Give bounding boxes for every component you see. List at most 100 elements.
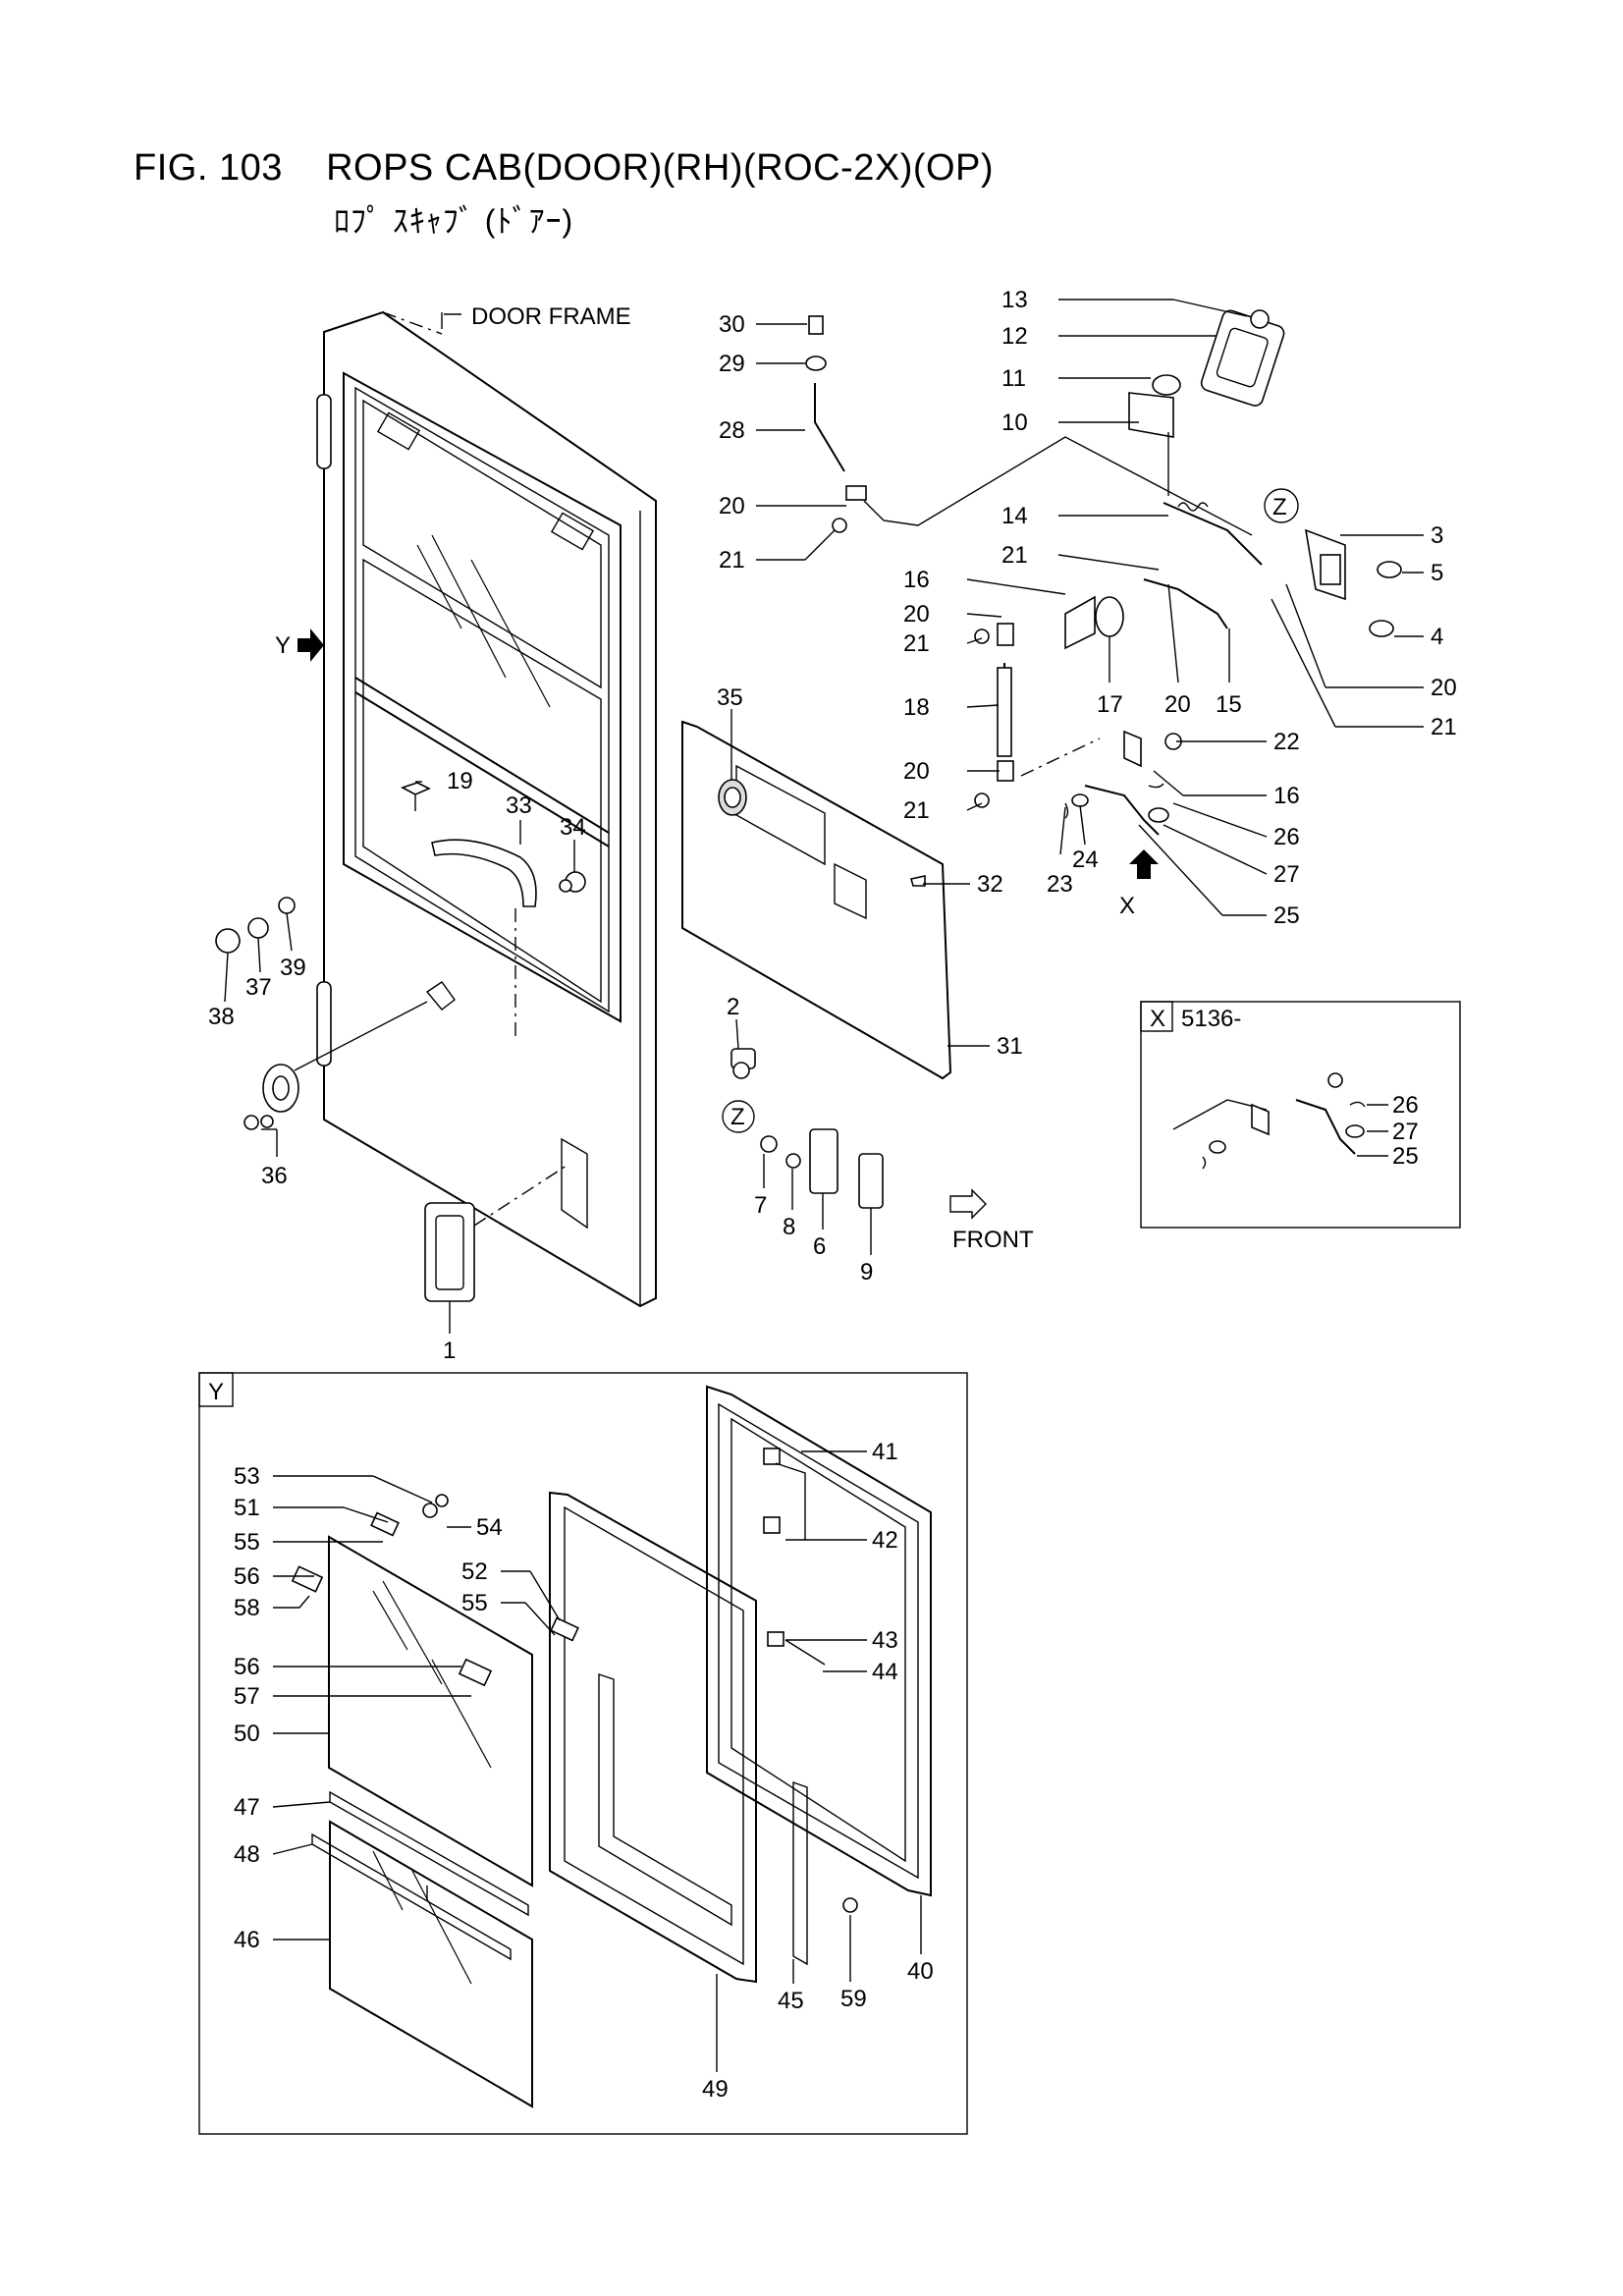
callout-41: 41 (872, 1439, 898, 1465)
callout-24: 24 (1072, 847, 1099, 873)
callout-56-lower: 56 (234, 1654, 260, 1680)
callout-55-right: 55 (461, 1590, 488, 1616)
callout-58: 58 (234, 1595, 260, 1621)
callout-48: 48 (234, 1841, 260, 1868)
figure-title: FIG. 103 ROPS CAB(DOOR)(RH)(ROC-2X)(OP) (134, 147, 994, 190)
callout-7: 7 (754, 1192, 767, 1219)
inset-y-box: Y (198, 1372, 968, 2135)
callout-21-upper: 21 (1001, 542, 1028, 569)
callout-35: 35 (717, 684, 743, 711)
callout-numbers: 13 12 11 10 14 3 5 4 20 21 21 15 20 17 1… (208, 287, 1457, 2103)
callout-46: 46 (234, 1927, 260, 1953)
callout-21-top: 21 (719, 547, 745, 574)
door-frame (316, 310, 657, 1308)
callout-26: 26 (1273, 824, 1300, 850)
upper-rod-assembly (805, 315, 1253, 536)
detail-z-marker-lower: Z (730, 1104, 745, 1130)
callout-38: 38 (208, 1004, 235, 1030)
callout-20-left-upper: 20 (903, 601, 930, 628)
callout-11: 11 (1001, 365, 1026, 392)
callout-53: 53 (234, 1463, 260, 1490)
leader-lines (224, 299, 1424, 2072)
screw-set-37-39 (215, 897, 296, 954)
callout-50: 50 (234, 1721, 260, 1747)
lower-link-assembly (1020, 730, 1182, 879)
view-y-arrow: Y (275, 629, 324, 662)
callout-21-left-lower: 21 (903, 797, 930, 824)
callout-42: 42 (872, 1527, 898, 1554)
inset-x-callout-25: 25 (1392, 1143, 1419, 1170)
callout-20-top: 20 (719, 493, 745, 519)
callout-13: 13 (1001, 287, 1028, 313)
callout-4: 4 (1431, 624, 1443, 650)
callout-15: 15 (1216, 691, 1242, 718)
door-frame-callout: DOOR FRAME (382, 303, 631, 335)
callout-30: 30 (719, 311, 745, 338)
inset-x-serial: 5136- (1181, 1006, 1241, 1032)
callout-47: 47 (234, 1794, 260, 1821)
callout-21-right: 21 (1431, 714, 1457, 740)
callout-40: 40 (907, 1958, 934, 1985)
callout-52: 52 (461, 1558, 488, 1585)
figure-name: ROPS CAB(DOOR)(RH)(ROC-2X)(OP) (326, 147, 995, 189)
callout-23: 23 (1047, 871, 1073, 898)
callout-54: 54 (476, 1514, 503, 1541)
link-assembly (974, 578, 1228, 808)
callout-34: 34 (560, 814, 586, 841)
callout-56-upper: 56 (234, 1563, 260, 1590)
callout-31: 31 (997, 1033, 1023, 1060)
detail-z-marker-upper: Z (1272, 494, 1287, 520)
inset-x-callout-27: 27 (1392, 1119, 1419, 1145)
callout-16-lower: 16 (1273, 783, 1300, 809)
callout-8: 8 (783, 1214, 795, 1240)
callout-49: 49 (702, 2076, 729, 2103)
callout-36: 36 (261, 1163, 288, 1189)
callout-25: 25 (1273, 902, 1300, 929)
outer-handle-assembly (1128, 309, 1285, 496)
view-y-arrow-label: Y (275, 632, 291, 659)
callout-2: 2 (727, 994, 739, 1020)
callout-20-right: 20 (1431, 675, 1457, 701)
callout-29: 29 (719, 351, 745, 377)
callout-9: 9 (860, 1259, 873, 1285)
callout-37: 37 (245, 974, 272, 1001)
callout-22: 22 (1273, 729, 1300, 755)
callout-55-left: 55 (234, 1529, 260, 1556)
callout-43: 43 (872, 1627, 898, 1654)
inset-y-tag: Y (208, 1379, 224, 1405)
figure-subtitle: ﾛﾌﾟ ｽｷｬﾌﾞ (ﾄﾞｱｰ) (334, 203, 574, 239)
callout-32: 32 (977, 871, 1003, 898)
striker-assembly (243, 981, 456, 1130)
callout-10: 10 (1001, 410, 1028, 436)
grab-handle (424, 1163, 570, 1302)
door-panel (681, 720, 952, 1080)
callout-19: 19 (447, 768, 473, 794)
inset-x-tag: X (1150, 1006, 1165, 1032)
callout-44: 44 (872, 1659, 898, 1685)
callout-28: 28 (719, 417, 745, 444)
callout-59: 59 (840, 1986, 867, 2012)
front-label: FRONT (952, 1227, 1034, 1253)
lock-assembly: Z (1163, 488, 1402, 637)
callout-27: 27 (1273, 861, 1300, 888)
inset-x-callout-26: 26 (1392, 1092, 1419, 1119)
inset-x-box: X 5136- 26 27 25 (1140, 1001, 1461, 1229)
door-frame-label: DOOR FRAME (471, 303, 631, 330)
callout-57: 57 (234, 1683, 260, 1710)
callout-18: 18 (903, 694, 930, 721)
callout-14: 14 (1001, 503, 1028, 529)
callout-21-left-upper: 21 (903, 630, 930, 657)
view-x-arrow-label: X (1119, 893, 1135, 919)
callout-3: 3 (1431, 522, 1443, 549)
callout-45: 45 (778, 1988, 804, 2014)
callout-12: 12 (1001, 323, 1028, 350)
front-direction: FRONT (949, 1188, 1034, 1253)
callout-51: 51 (234, 1495, 260, 1521)
detail-z-parts: Z (722, 1048, 884, 1209)
callout-5: 5 (1431, 560, 1443, 586)
inner-handle-group (400, 782, 586, 1036)
callout-20-left-lower: 20 (903, 758, 930, 785)
figure-number: FIG. 103 (134, 147, 283, 189)
